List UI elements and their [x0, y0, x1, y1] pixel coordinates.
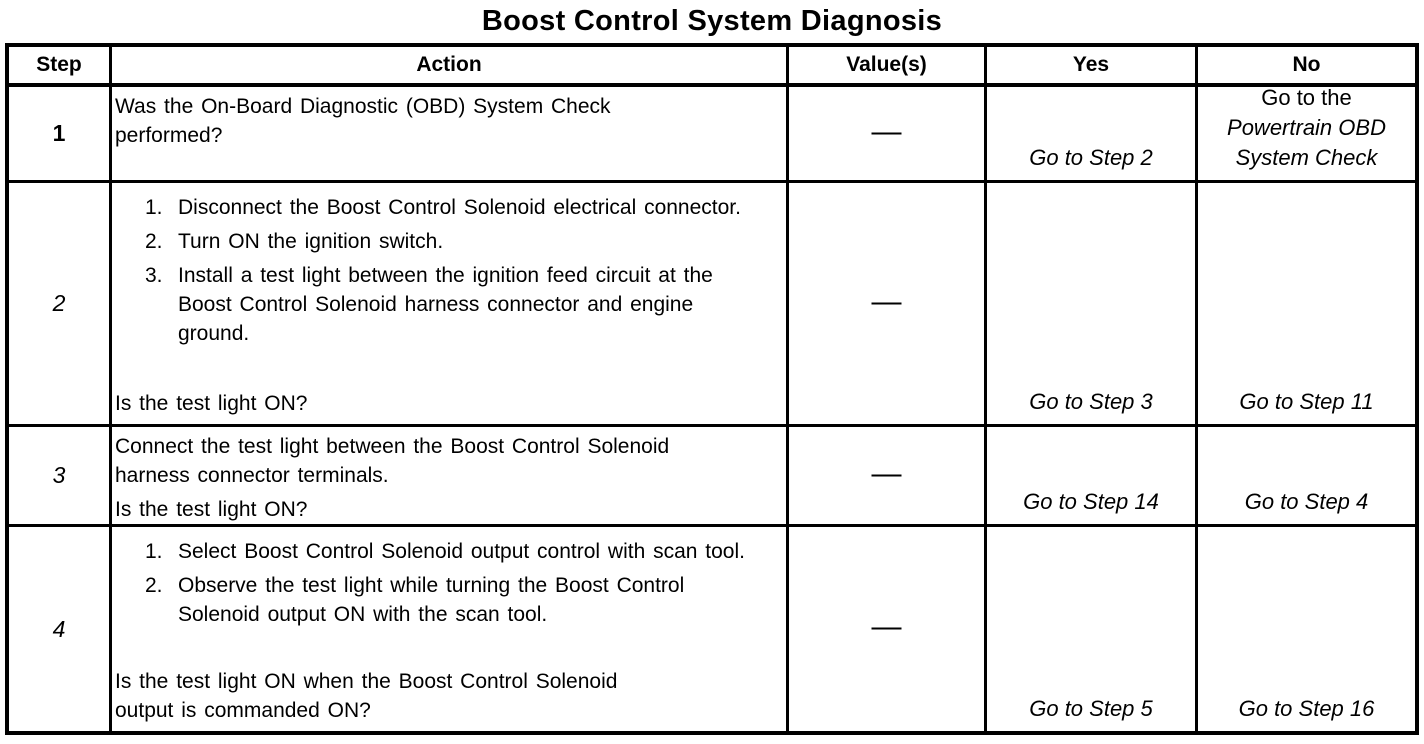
step-cell: 3: [9, 427, 112, 527]
action-cell: Connect the test light between the Boost…: [112, 427, 789, 527]
step-cell: 4: [9, 527, 112, 731]
no-italic-text: Powertrain OBD System Check: [1227, 115, 1386, 170]
list-item-text: Select Boost Control Solenoid output con…: [178, 540, 745, 563]
list-item-number: 2.: [145, 230, 163, 253]
no-italic-text: Go to Step 4: [1244, 489, 1369, 514]
yes-cell: Go to Step 3: [987, 183, 1198, 427]
goto-text: Go to Step 14: [1023, 489, 1159, 514]
col-header-step: Step: [9, 47, 112, 87]
list-item-number: 1.: [145, 540, 163, 563]
page-title: Boost Control System Diagnosis: [481, 5, 943, 37]
value-cell: —: [789, 527, 987, 731]
value-dash: —: [871, 610, 902, 643]
col-header-action: Action: [112, 47, 789, 87]
list-item-number: 2.: [145, 574, 163, 597]
list-item-text: Turn ON the ignition switch.: [178, 230, 444, 253]
no-italic-text: Go to Step 16: [1238, 696, 1375, 721]
no-plain-text: Go to the: [1261, 87, 1352, 110]
no-cell: Go to Step 16: [1198, 527, 1415, 731]
col-header-no: No: [1198, 47, 1415, 87]
no-cell: Go to the Powertrain OBD System Check: [1198, 87, 1415, 183]
value-cell: —: [789, 87, 987, 183]
yes-cell: Go to Step 2: [987, 87, 1198, 183]
action-question: Is the test light ON when the Boost Cont…: [115, 670, 618, 722]
action-list-item: 2. Observe the test light while turning …: [145, 571, 782, 629]
action-intro: Connect the test light between the Boost…: [115, 435, 670, 487]
col-header-yes: Yes: [987, 47, 1198, 87]
action-list-item: 1. Select Boost Control Solenoid output …: [145, 537, 782, 566]
goto-text: Go to Step 3: [1029, 389, 1153, 414]
value-cell: —: [789, 183, 987, 427]
no-cell: Go to Step 4: [1198, 427, 1415, 527]
yes-cell: Go to Step 14: [987, 427, 1198, 527]
action-intro: Was the On-Board Diagnostic (OBD) System…: [115, 95, 611, 147]
value-cell: —: [789, 427, 987, 527]
action-cell: 1. Disconnect the Boost Control Solenoid…: [112, 183, 789, 427]
diagnosis-table: Step Action Value(s) Yes No 1 Was the On…: [5, 43, 1419, 735]
action-cell: 1. Select Boost Control Solenoid output …: [112, 527, 789, 731]
value-dash: —: [871, 114, 902, 148]
col-header-values: Value(s): [789, 47, 987, 87]
action-list-item: 3. Install a test light between the igni…: [145, 261, 782, 348]
value-dash: —: [871, 284, 902, 318]
no-italic-text: Go to Step 11: [1239, 389, 1374, 414]
value-dash: —: [871, 456, 902, 490]
goto-text: Go to Step 5: [1029, 696, 1153, 721]
list-item-text: Observe the test light while turning the…: [178, 574, 685, 626]
yes-cell: Go to Step 5: [987, 527, 1198, 731]
goto-text: Go to Step 2: [1029, 145, 1153, 170]
action-question: Is the test light ON?: [115, 498, 308, 521]
action-question: Is the test light ON?: [115, 392, 308, 415]
list-item-text: Disconnect the Boost Control Solenoid el…: [178, 196, 741, 219]
no-cell: Go to Step 11: [1198, 183, 1415, 427]
list-item-number: 1.: [145, 196, 163, 219]
action-cell: Was the On-Board Diagnostic (OBD) System…: [112, 87, 789, 183]
action-list-item: 1. Disconnect the Boost Control Solenoid…: [145, 193, 782, 222]
step-cell: 1: [9, 87, 112, 183]
list-item-text: Install a test light between the ignitio…: [178, 264, 713, 345]
action-list-item: 2. Turn ON the ignition switch.: [145, 227, 782, 256]
step-cell: 2: [9, 183, 112, 427]
list-item-number: 3.: [145, 264, 163, 287]
